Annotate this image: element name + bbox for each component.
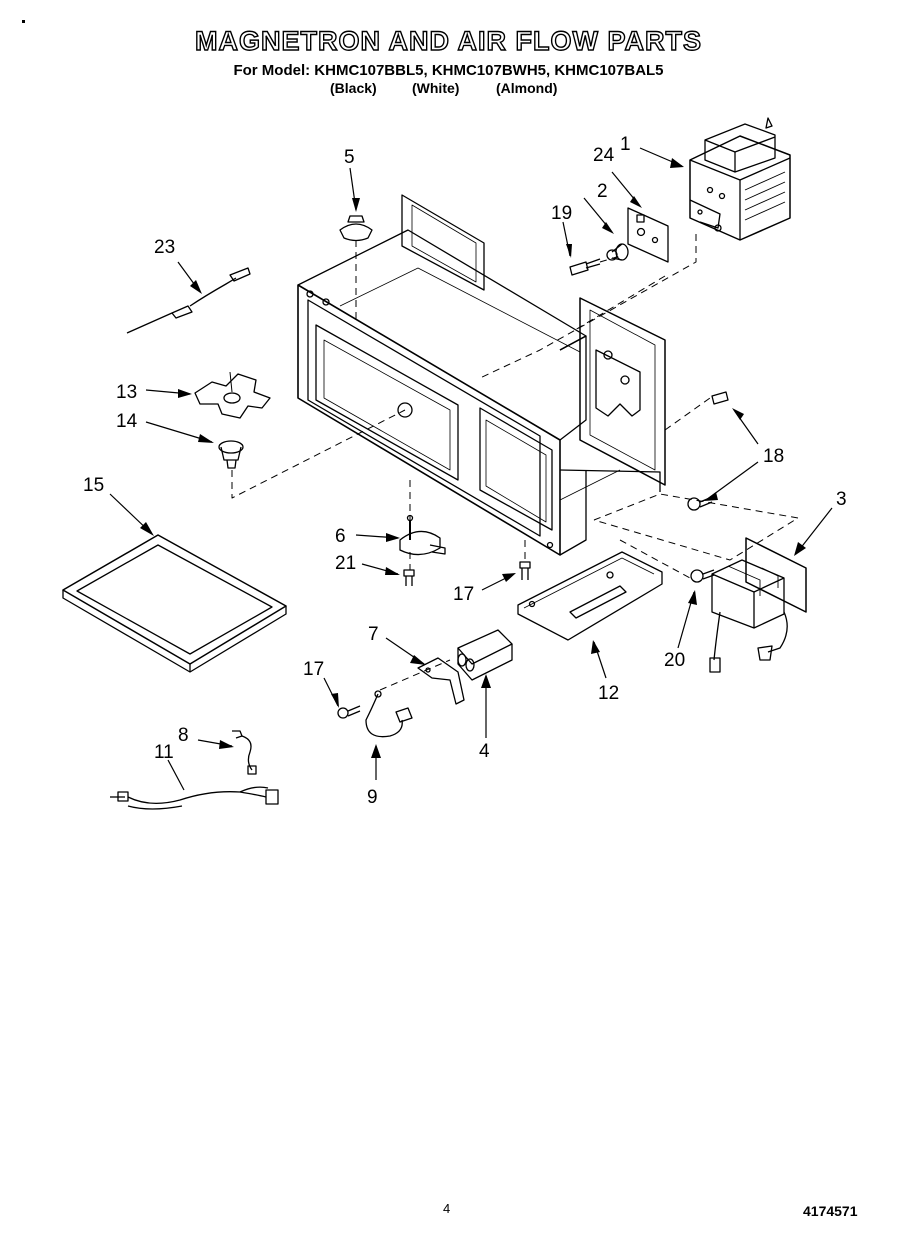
- leader-lines: [109, 147, 833, 791]
- stirrer-blade: [194, 371, 271, 419]
- high-voltage-diode: [365, 690, 413, 738]
- window-glass-tray: [62, 534, 287, 673]
- magnetron-bracket: [627, 207, 669, 263]
- callout-15: 15: [83, 475, 104, 496]
- callout-24: 24: [593, 145, 615, 166]
- callout-8: 8: [178, 725, 189, 746]
- callout-9: 9: [367, 787, 378, 808]
- screw-20: [690, 569, 715, 583]
- screw-17-left: [337, 705, 361, 719]
- thermal-fuse: [606, 243, 629, 261]
- callout-13: 13: [116, 382, 137, 403]
- capacitor-bracket: [417, 657, 465, 705]
- oven-cavity-chassis: [297, 194, 661, 556]
- air-guide-panel: [579, 297, 666, 486]
- corner-mark: [22, 20, 25, 23]
- wire-lead: [232, 730, 257, 775]
- stirrer-cover: [218, 440, 244, 469]
- color-white: (White): [412, 80, 460, 96]
- assembly-dashed-lines: [231, 234, 799, 691]
- screws-18: [687, 391, 729, 511]
- high-voltage-transformer: [709, 537, 807, 673]
- callout-numbers: 1 2 3 4 5 6 7 8 9 11 12 13 14 15 17 17 1…: [83, 134, 847, 808]
- callout-14: 14: [116, 411, 138, 432]
- screw-17-center: [519, 561, 531, 580]
- screw-21: [403, 569, 415, 586]
- cavity-thermostat: [339, 215, 373, 242]
- high-voltage-capacitor: [457, 629, 513, 681]
- callout-19: 19: [551, 203, 572, 224]
- callout-1: 1: [620, 134, 631, 155]
- callout-21: 21: [335, 553, 356, 574]
- fan-motor: [399, 514, 446, 556]
- callout-18: 18: [763, 446, 784, 467]
- sensor-wire: [126, 267, 251, 334]
- wire-harness: [110, 786, 279, 810]
- color-almond: (Almond): [496, 80, 558, 96]
- document-number: 4174571: [803, 1203, 858, 1219]
- callout-5: 5: [344, 147, 355, 168]
- color-black: (Black): [330, 80, 377, 96]
- screw-19: [569, 258, 601, 276]
- callout-7: 7: [368, 624, 379, 645]
- page-number: 4: [443, 1201, 451, 1216]
- arrowheads: [140, 158, 806, 758]
- callout-17-center: 17: [453, 584, 474, 605]
- callout-12: 12: [598, 683, 619, 704]
- callout-23: 23: [154, 237, 175, 258]
- magnetron: [689, 117, 791, 241]
- callout-11: 11: [154, 742, 174, 763]
- callout-2: 2: [597, 181, 608, 202]
- page-title: MAGNETRON AND AIR FLOW PARTS: [194, 25, 702, 56]
- base-plate: [517, 551, 663, 641]
- callout-6: 6: [335, 526, 346, 547]
- callout-20: 20: [664, 650, 685, 671]
- model-numbers: For Model: KHMC107BBL5, KHMC107BWH5, KHM…: [233, 62, 664, 79]
- callout-3: 3: [836, 489, 847, 510]
- callout-17-left: 17: [303, 659, 324, 680]
- callout-4: 4: [479, 741, 490, 762]
